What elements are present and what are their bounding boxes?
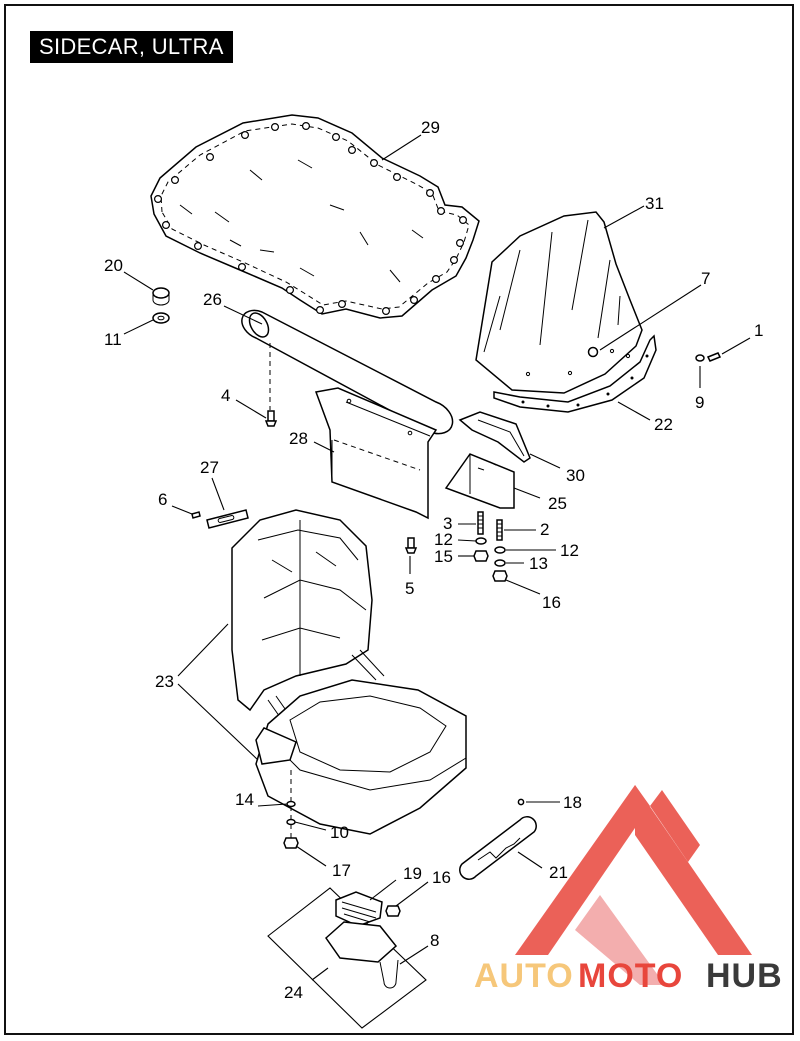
callout-7: 7 [701, 269, 710, 288]
part-10-spacer [286, 818, 296, 826]
part-16-nut-right [492, 570, 508, 582]
watermark-word-auto: AUTO [474, 957, 574, 995]
part-8-u-bolt [379, 959, 399, 989]
part-23-seat [177, 509, 467, 835]
part-16-nut-left [473, 550, 489, 562]
part-11-washer [152, 312, 170, 324]
callout-29: 29 [421, 118, 440, 137]
diagram-title: SIDECAR, ULTRA [30, 31, 233, 63]
callout-16-right: 16 [542, 593, 561, 612]
part-24-floorboard-assembly [267, 887, 427, 1029]
part-floorboard [325, 921, 398, 963]
callout-17: 17 [332, 861, 351, 880]
part-6-screw [191, 511, 201, 519]
callout-3: 3 [443, 514, 452, 533]
part-22-windshield-trim [493, 334, 657, 413]
part-14-washer [286, 800, 296, 808]
callout-labels: 29 31 7 1 9 22 20 11 26 4 28 30 25 3 2 1… [104, 118, 763, 1002]
leader-lines [123, 134, 751, 981]
diagram-frame [4, 4, 794, 1035]
part-28-storage-pouch [314, 387, 438, 520]
part-3-stud [477, 511, 484, 535]
callout-21: 21 [549, 863, 568, 882]
callout-4: 4 [221, 386, 230, 405]
callout-2: 2 [540, 520, 549, 539]
part-15-nut [385, 905, 401, 917]
callout-1: 1 [754, 321, 763, 340]
callout-22: 22 [654, 415, 673, 434]
part-2-stud [496, 519, 503, 541]
callout-19: 19 [403, 864, 422, 883]
callout-8: 8 [430, 931, 439, 950]
part-1-screw [706, 352, 722, 362]
part-9-well-nut [695, 354, 705, 362]
part-7-windshield-fastener [587, 346, 599, 358]
part-17-nut [283, 837, 299, 849]
callout-25: 25 [548, 494, 567, 513]
callout-10: 10 [330, 823, 349, 842]
callout-6: 6 [158, 490, 167, 509]
callout-18: 18 [563, 793, 582, 812]
callout-28: 28 [289, 429, 308, 448]
part-13-washer [494, 559, 506, 567]
callout-26: 26 [203, 290, 222, 309]
watermark-wordmark: AUTO MOTO HUB [474, 957, 783, 995]
part-31-windshield [475, 211, 643, 394]
part-12-washer-right [494, 546, 506, 554]
callout-30: 30 [566, 466, 585, 485]
callout-14: 14 [235, 790, 254, 809]
callout-15: 16 [432, 868, 451, 887]
part-30-bracket [458, 411, 531, 463]
callout-20: 20 [104, 256, 123, 275]
part-5-screw [404, 537, 418, 554]
part-4-screw [264, 410, 278, 427]
callout-12-left: 12 [434, 530, 453, 549]
part-12-washer-left [475, 537, 487, 545]
part-25-bracket [444, 453, 515, 509]
part-27-strap [206, 509, 249, 529]
watermark-word-hub: HUB [706, 957, 783, 995]
part-20-grommet [152, 287, 170, 306]
part-18-screw [517, 798, 525, 806]
callout-16-left: 15 [434, 547, 453, 566]
watermark-logo [515, 785, 752, 985]
part-29-tonneau-cover [150, 114, 480, 319]
callout-11: 11 [104, 330, 122, 349]
callout-23: 23 [155, 672, 174, 691]
watermark-word-moto: MOTO [578, 957, 683, 995]
callout-27: 27 [200, 458, 219, 477]
callout-12-right: 12 [560, 541, 579, 560]
callout-9: 9 [695, 393, 704, 412]
callout-13: 13 [529, 554, 548, 573]
callout-31: 31 [645, 194, 664, 213]
callout-24: 24 [284, 983, 303, 1002]
part-21-step-plate [459, 816, 537, 880]
part-19-floorboard-pad [335, 891, 383, 927]
callout-5: 5 [405, 579, 414, 598]
